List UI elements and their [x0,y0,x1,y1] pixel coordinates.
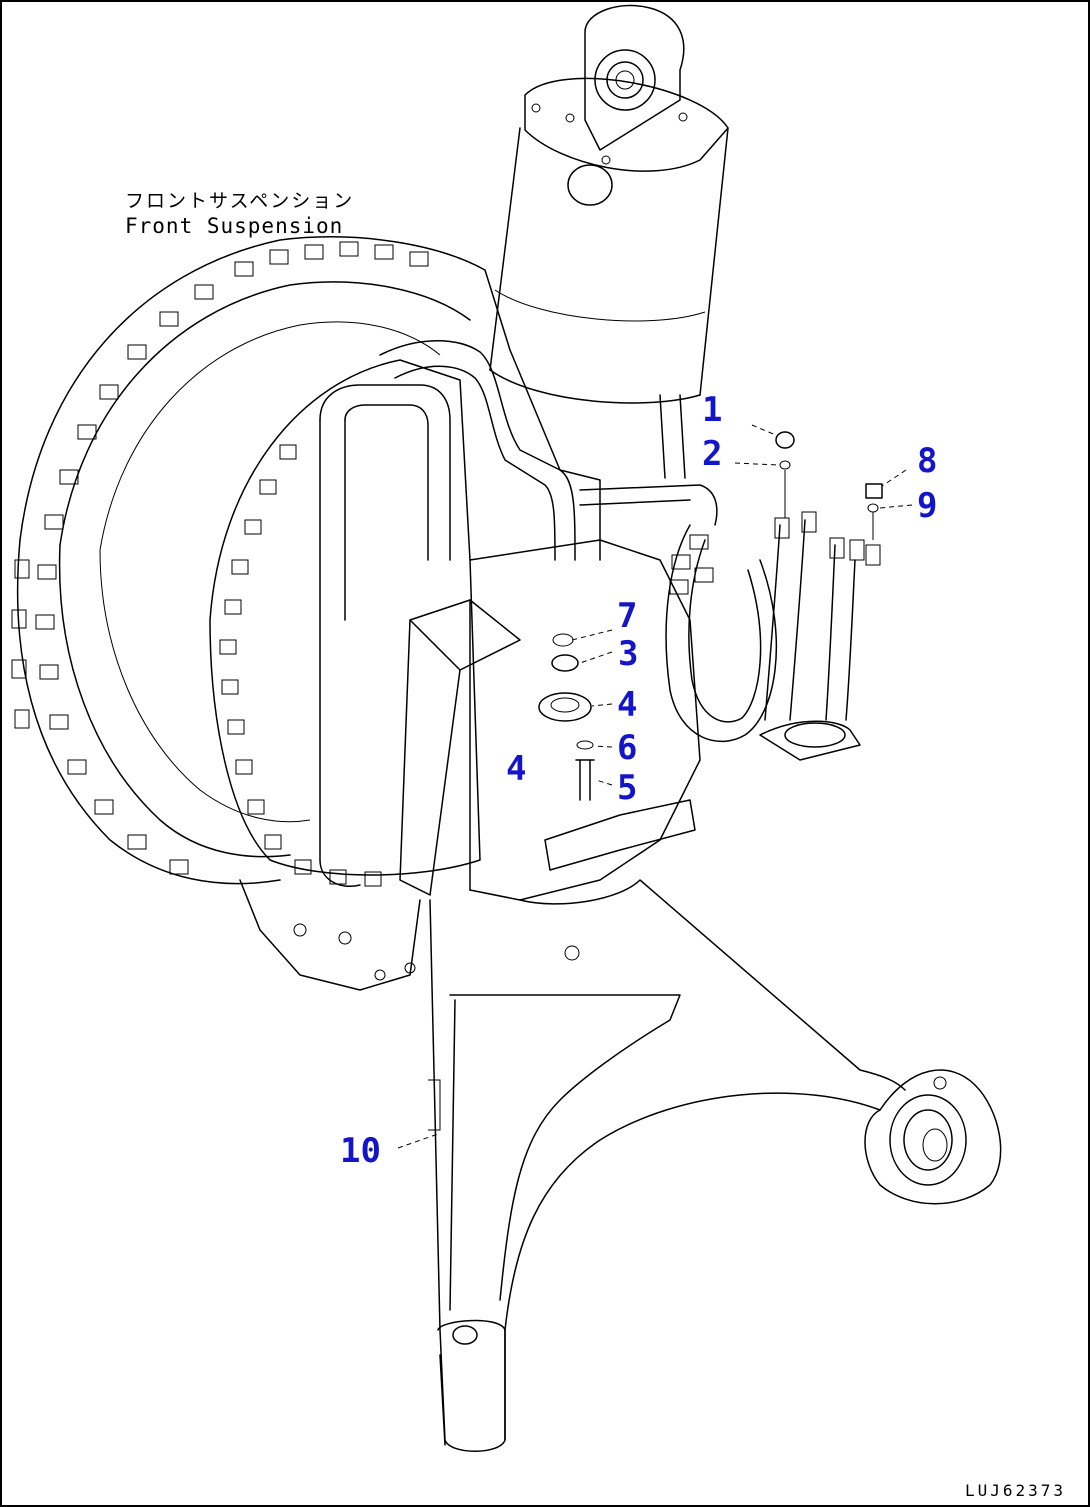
callout-7: 7 [617,596,637,636]
ring-part-9 [867,503,879,513]
callout-4-left: 4 [506,749,526,789]
cap-part-8 [865,483,883,499]
leader-lines [397,424,913,1149]
center-housing [399,539,861,901]
callout-3: 3 [618,634,638,674]
callout-10: 10 [340,1131,381,1171]
callout-5: 5 [617,768,637,808]
wheel-assembly [11,236,601,991]
cap-part-1 [775,431,795,449]
caption: フロントサスペンション Front Suspension [125,190,354,238]
callout-2: 2 [702,434,722,474]
callout-1: 1 [702,390,722,430]
callout-8: 8 [917,441,937,481]
hydraulic-piping [319,340,881,887]
suspension-cylinder [489,4,729,479]
suspension-arm [428,879,1002,1452]
callout-6: 6 [617,728,637,768]
callout-labels: 1 2 3 4 4 5 6 7 8 9 10 [340,390,937,1171]
callout-4-right: 4 [617,685,637,725]
caption-english: Front Suspension [125,214,343,238]
hardware-parts [775,431,883,540]
ring-part-2 [779,460,791,470]
drawing-code: LUJ62373 [965,1481,1066,1500]
callout-9: 9 [917,486,937,526]
caption-japanese: フロントサスペンション [125,190,354,212]
